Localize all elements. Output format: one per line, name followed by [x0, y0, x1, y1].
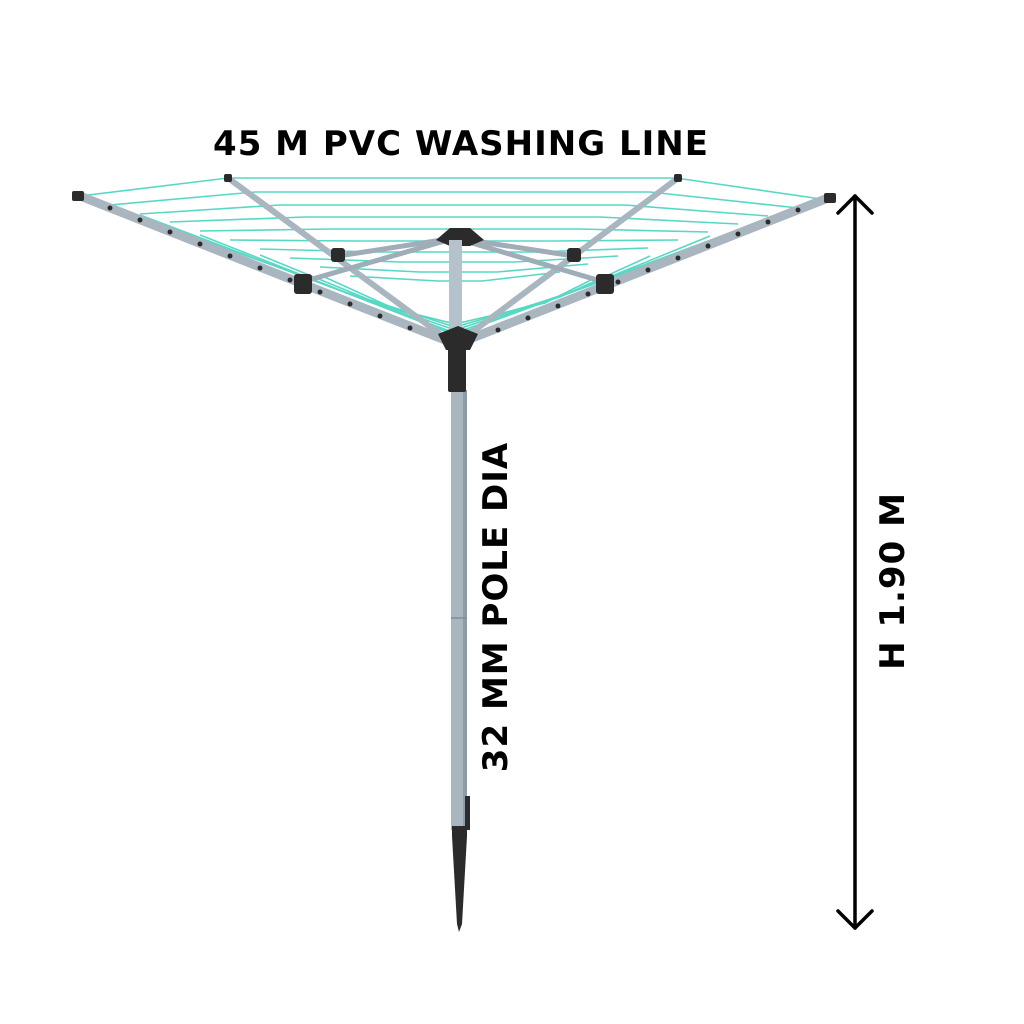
washing-line-label: 45 M PVC WASHING LINE [213, 124, 709, 164]
ground-spike [452, 826, 467, 932]
top-hub [436, 228, 484, 246]
line-2 [109, 191, 799, 209]
pole-clip [465, 796, 470, 830]
arm-end-caps [72, 174, 836, 203]
pole [449, 240, 467, 830]
main-hub [438, 326, 478, 392]
line-4 [169, 216, 739, 225]
line-outer [79, 177, 829, 201]
arm-holes [107, 205, 801, 333]
height-arrow [836, 194, 874, 930]
line-3 [139, 204, 769, 217]
strut-brackets [294, 248, 614, 294]
pole-diameter-label: 32 MM POLE DIA [476, 441, 516, 773]
height-label: H 1.90 M [873, 492, 913, 670]
